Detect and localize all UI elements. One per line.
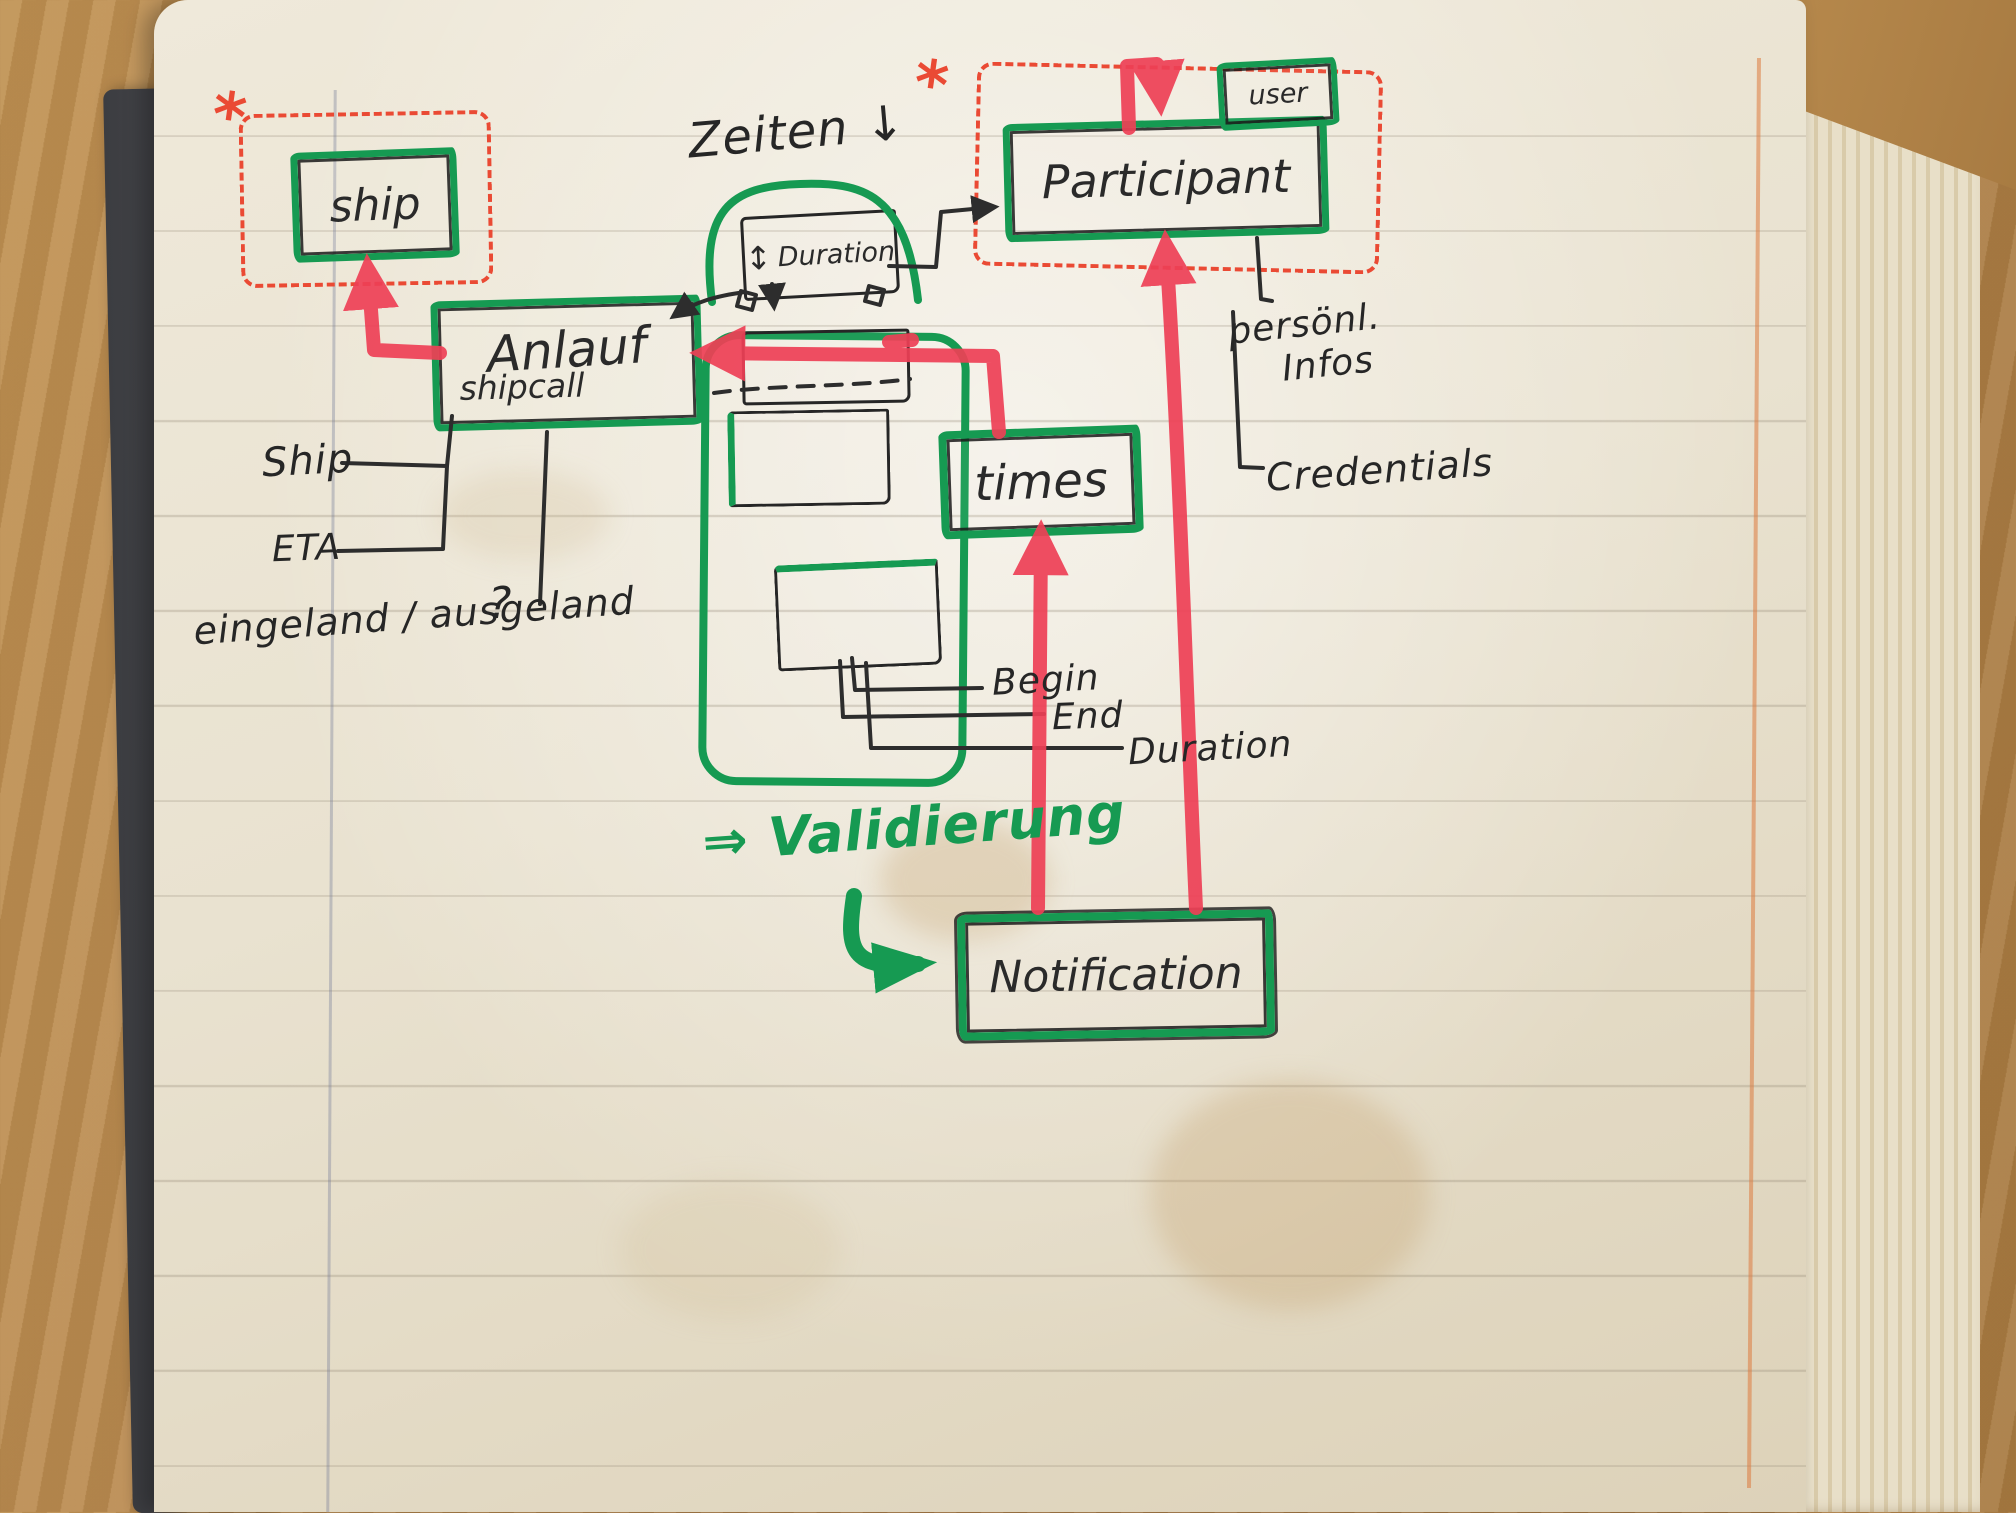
- end-attr-label: End: [1051, 694, 1125, 739]
- page-stack-edge: [1790, 58, 1980, 1512]
- participant-entity-label: Participant: [1041, 148, 1291, 210]
- anlauf-entity-label: Anlauf: [485, 315, 649, 384]
- user-entity-label: user: [1247, 76, 1309, 112]
- coffee-stain: [1150, 1080, 1430, 1310]
- duration-box-label: Duration: [777, 235, 896, 273]
- duration-attr-label: Duration: [1127, 723, 1294, 774]
- eta-attr-label: ETA: [271, 526, 342, 571]
- user-entity-box: user: [1216, 56, 1340, 132]
- record-box-top: [741, 328, 911, 406]
- anlauf-entity-box: Anlauf shipcall: [430, 294, 704, 432]
- notification-entity-label: Notification: [988, 947, 1244, 1003]
- notification-entity-box: Notification: [956, 909, 1276, 1041]
- ship-attr-label: Ship: [260, 435, 355, 487]
- ship-entity-label: ship: [328, 177, 422, 233]
- record-box-bottom: [773, 558, 943, 672]
- question-mark: ?: [488, 578, 513, 629]
- duration-box: ↕ Duration: [739, 208, 901, 302]
- times-entity-label: times: [973, 451, 1109, 513]
- record-box-middle: [727, 408, 891, 508]
- participant-entity-box: Participant: [1002, 115, 1330, 243]
- resize-arrow-icon: ↕: [744, 238, 773, 278]
- coffee-stain: [620, 1180, 840, 1320]
- times-entity-box: times: [938, 424, 1144, 540]
- ship-entity-box: ship: [290, 147, 460, 263]
- coffee-stain: [440, 470, 610, 560]
